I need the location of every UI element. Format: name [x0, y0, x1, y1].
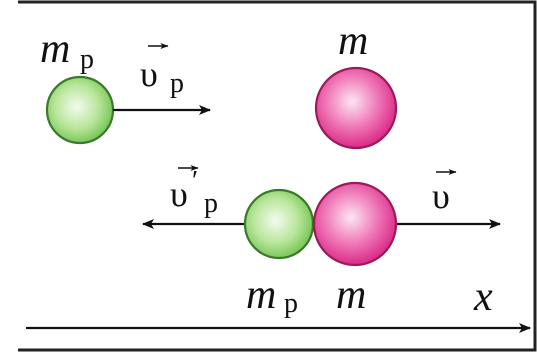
top-proton-mass-symbol: m [40, 26, 70, 72]
top-proton-velocity-symbol: υ [140, 54, 158, 94]
bottom-proton-sphere [243, 188, 315, 260]
bottom-target-sphere [312, 181, 398, 267]
x-axis-label: x [473, 274, 493, 320]
top-proton-velocity-label: υ p [140, 43, 184, 99]
top-proton-mass-subscript: p [80, 44, 94, 75]
bottom-proton-mass-symbol: m [246, 272, 276, 318]
bottom-target-velocity-label: υ [432, 169, 457, 216]
bottom-proton-velocity-label: υ ′ p [170, 165, 218, 219]
bottom-target-velocity-symbol: υ [432, 176, 450, 216]
top-target-mass-label: m [338, 18, 368, 64]
top-proton-sphere [45, 75, 115, 145]
top-proton-mass-label: m p [40, 26, 94, 75]
bottom-proton-mass-subscript: p [284, 288, 298, 319]
bottom-target-mass-label: m [336, 272, 366, 318]
bottom-proton-velocity-prime: ′ [192, 166, 198, 197]
top-proton-velocity-subscript: p [170, 68, 184, 99]
bottom-proton-velocity-symbol: υ [170, 174, 188, 214]
frame-border [18, 0, 537, 352]
bottom-proton-mass-label: m p [246, 272, 298, 319]
top-target-sphere [314, 66, 398, 150]
bottom-proton-velocity-subscript: p [204, 188, 218, 219]
